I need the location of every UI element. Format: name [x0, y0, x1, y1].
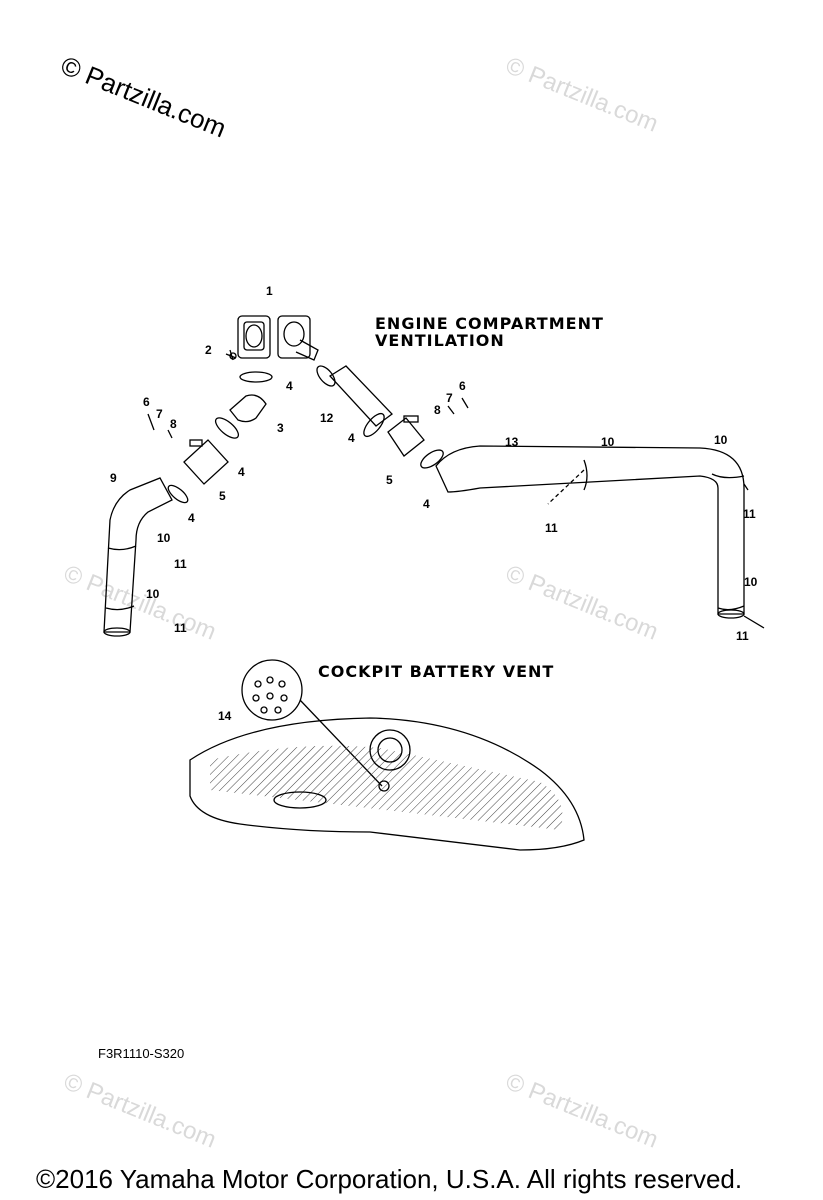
diagram-code: F3R1110-S320	[98, 1046, 185, 1061]
hose-clamp	[420, 449, 444, 469]
callout-7: 7	[446, 391, 453, 405]
tie-strap	[105, 545, 137, 611]
callout-10: 10	[146, 587, 160, 601]
heading-cockpit: COCKPIT BATTERY VENT	[318, 662, 555, 681]
duct-long	[435, 445, 745, 615]
vent-valve-left	[183, 439, 229, 485]
callout-11: 11	[174, 557, 187, 571]
heading-engine-line2: VENTILATION	[375, 331, 505, 350]
callout-6: 6	[459, 379, 466, 393]
callout-11: 11	[545, 521, 558, 535]
callout-11: 11	[174, 621, 187, 635]
callout-9: 9	[110, 471, 117, 485]
callout-5: 5	[386, 473, 393, 487]
callout-2: 2	[205, 343, 212, 357]
callout-8: 8	[434, 403, 441, 417]
hose-clamp	[316, 365, 336, 387]
vent-valve-right	[387, 415, 425, 457]
screw-head	[229, 352, 237, 360]
callout-10: 10	[601, 435, 615, 449]
callout-4: 4	[188, 511, 195, 525]
callout-5: 5	[219, 489, 226, 503]
callout-4: 4	[348, 431, 355, 445]
screw	[447, 397, 469, 415]
leader-line	[547, 469, 585, 505]
callout-4: 4	[286, 379, 293, 393]
callout-14: 14	[218, 709, 232, 723]
callout-8: 8	[170, 417, 177, 431]
hose-clamp	[214, 417, 240, 439]
hose-clamp	[239, 371, 273, 383]
callout-4: 4	[238, 465, 245, 479]
callout-7: 7	[156, 407, 163, 421]
copyright-notice: ©2016 Yamaha Motor Corporation, U.S.A. A…	[36, 1164, 743, 1194]
callout-11: 11	[736, 629, 749, 643]
screw	[743, 483, 765, 629]
callout-6: 6	[143, 395, 150, 409]
duct-left	[103, 477, 173, 633]
hose-clamp	[167, 484, 189, 504]
callout-11: 11	[743, 507, 756, 521]
vent-cover-right	[277, 315, 319, 361]
tie-strap	[583, 459, 745, 611]
heading-engine-line1: ENGINE COMPARTMENT	[375, 314, 604, 333]
callout-13: 13	[505, 435, 519, 449]
callout-10: 10	[744, 575, 758, 589]
callout-1: 1	[266, 284, 273, 298]
callout-4: 4	[423, 497, 430, 511]
callout-10: 10	[157, 531, 171, 545]
elbow-duct	[229, 394, 267, 423]
straight-duct	[328, 365, 393, 427]
vent-cover-left	[237, 315, 271, 359]
battery-vent-cap	[241, 659, 303, 721]
callout-10: 10	[714, 433, 728, 447]
watercraft-deck	[189, 717, 585, 851]
callout-12: 12	[320, 411, 334, 425]
duct-end	[103, 627, 131, 637]
callout-3: 3	[277, 421, 284, 435]
hose-clamp	[363, 412, 385, 438]
screw	[147, 413, 173, 439]
